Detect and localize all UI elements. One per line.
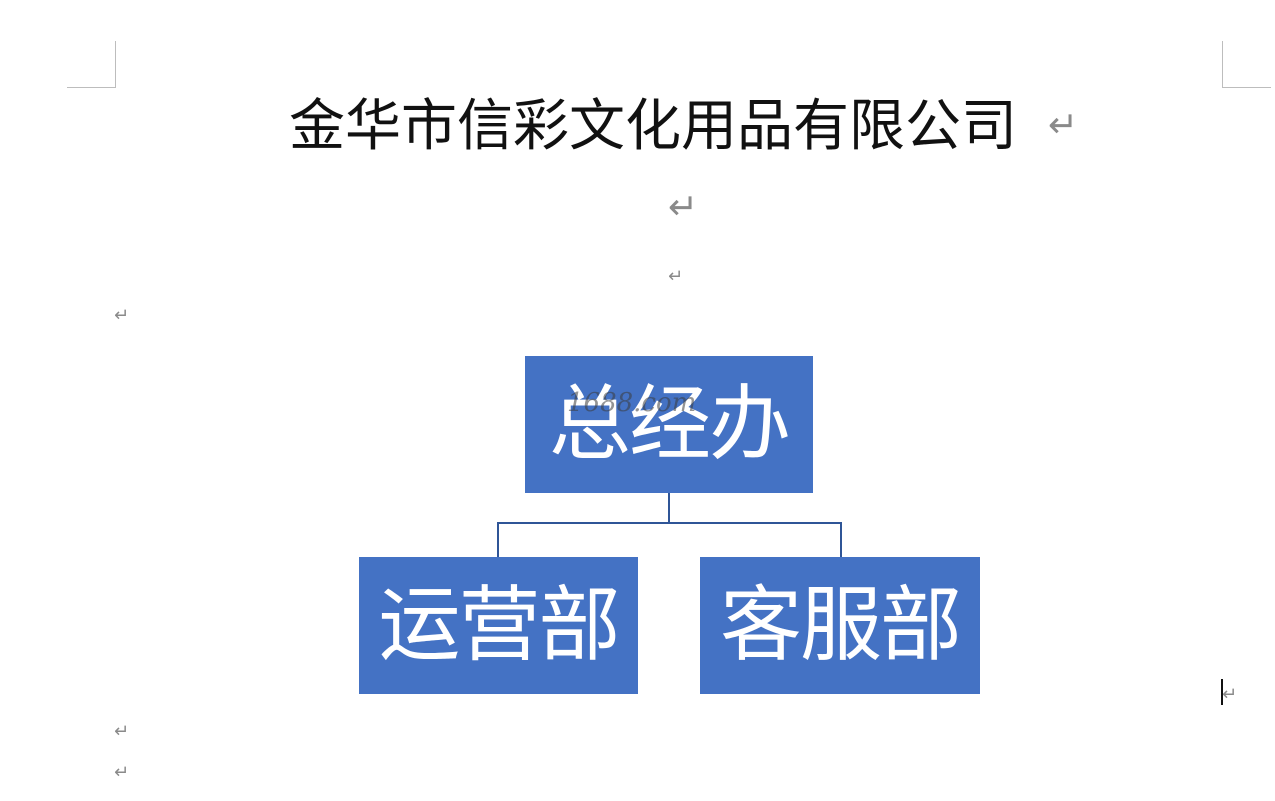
org-chart-connector <box>668 493 670 524</box>
org-chart-box-right[interactable]: 客服部 <box>700 557 980 694</box>
text-cursor <box>1221 679 1223 705</box>
document-title[interactable]: 金华市信彩文化用品有限公司 <box>289 94 1017 159</box>
paragraph-mark-icon: ↵ <box>1222 684 1238 705</box>
page-corner-mark-top-left <box>67 41 116 88</box>
paragraph-mark-icon: ↵ <box>114 762 130 783</box>
paragraph-mark-icon: ↵ <box>114 305 130 326</box>
org-chart-connector <box>497 522 499 557</box>
paragraph-mark-icon: ↵ <box>668 187 699 228</box>
paragraph-mark-icon: ↵ <box>1048 105 1079 146</box>
org-chart-box-top[interactable]: 总经办 <box>525 356 813 493</box>
page-corner-mark-top-right <box>1222 41 1271 88</box>
org-chart-box-left[interactable]: 运营部 <box>359 557 638 694</box>
org-chart-connector <box>497 522 842 524</box>
org-chart-connector <box>840 522 842 557</box>
paragraph-mark-icon: ↵ <box>668 266 684 287</box>
paragraph-mark-icon: ↵ <box>114 721 130 742</box>
